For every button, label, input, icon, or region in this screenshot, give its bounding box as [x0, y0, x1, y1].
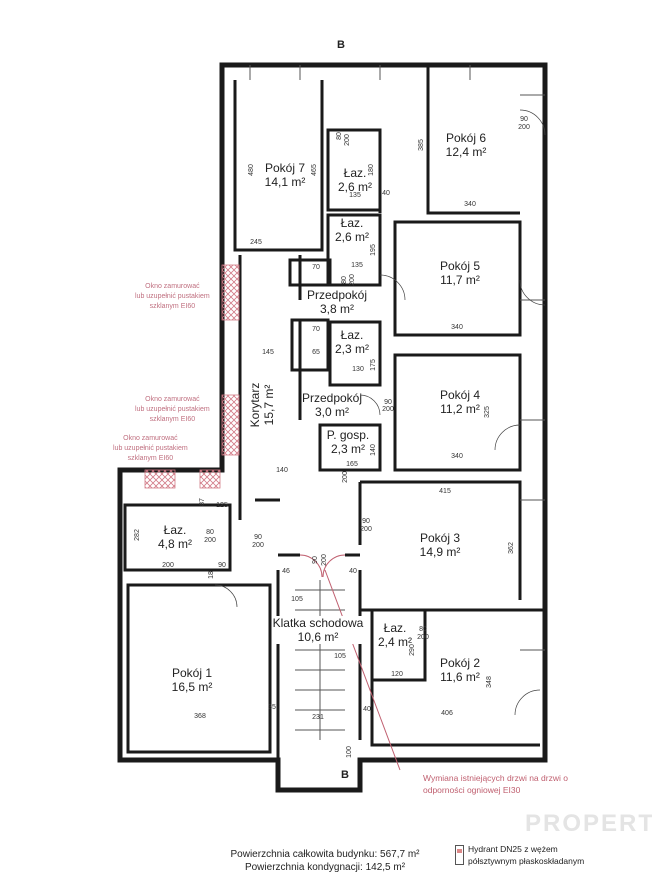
dimension-label: 105: [291, 596, 303, 603]
dimension-label: 18: [208, 571, 215, 579]
dimension-label: 200: [360, 526, 372, 533]
dimension-label: 200: [349, 274, 356, 286]
dimension-label: 125: [216, 502, 228, 509]
room-lazienka-1: Łaz.2,6 m²: [337, 166, 373, 194]
area-summary: Powierzchnia całkowita budynku: 567,7 m²…: [220, 848, 430, 874]
dimension-label: 80: [206, 529, 214, 536]
dimension-label: 245: [250, 239, 262, 246]
section-mark-top: B: [337, 39, 345, 51]
room-lazienka-3: Łaz.2,3 m²: [334, 328, 370, 356]
dimension-label: 35: [268, 704, 276, 711]
hydrant-icon: [455, 845, 464, 865]
dimension-label: 200: [321, 554, 328, 566]
hydrant-legend: Hydrant DN25 z wężem półsztywnym płaskos…: [468, 844, 585, 866]
window-note-2: Okno zamurować lub uzupełnić pustakiem s…: [135, 396, 210, 423]
dimension-label: 200: [518, 124, 530, 131]
dimension-label: 40: [363, 706, 371, 713]
dimension-label: 90: [520, 116, 528, 123]
dimension-label: 465: [311, 164, 318, 176]
dimension-label: 40: [382, 190, 390, 197]
dimension-label: 90: [218, 562, 226, 569]
dimension-label: 340: [451, 324, 463, 331]
dimension-label: 368: [194, 713, 206, 720]
dimension-label: 406: [441, 710, 453, 717]
room-pomieszczenie-gospodarcze: P. gosp.2,3 m²: [326, 428, 370, 456]
dimension-label: 200: [344, 134, 351, 146]
dimension-label: 200: [162, 562, 174, 569]
dimension-label: 340: [451, 453, 463, 460]
dimension-label: 145: [262, 349, 274, 356]
dimension-label: 175: [370, 359, 377, 371]
dimension-label: 200: [204, 537, 216, 544]
dimension-label: 200: [342, 471, 349, 483]
dimension-label: 385: [418, 139, 425, 151]
dimension-label: 80: [419, 626, 427, 633]
bricked-window-4: [199, 469, 221, 489]
dimension-label: 135: [351, 262, 363, 269]
dimension-label: 130: [352, 366, 364, 373]
room-lazienka-5: Łaz.2,4 m²: [377, 621, 413, 649]
room-lazienka-4: Łaz.4,8 m²: [157, 523, 193, 551]
bricked-window-1: [221, 264, 240, 321]
dimension-label: 231: [312, 714, 324, 721]
floor-area: Powierzchnia kondygnacji: 142,5 m²: [244, 862, 406, 873]
window-note-3: Okno zamurować lub uzupełnić pustakiem s…: [113, 435, 188, 462]
dimension-label: 290: [409, 644, 416, 656]
bricked-window-3: [144, 469, 176, 489]
dimension-label: 348: [486, 676, 493, 688]
dimension-label: 325: [484, 406, 491, 418]
dimension-label: 65: [312, 349, 320, 356]
dimension-label: 480: [248, 164, 255, 176]
bricked-window-2: [221, 394, 240, 456]
dimension-label: 200: [417, 634, 429, 641]
dimension-label: 282: [134, 529, 141, 541]
dimension-label: 90: [362, 518, 370, 525]
dimension-label: 180: [368, 164, 375, 176]
dimension-label: 90: [384, 399, 392, 406]
dimension-label: 46: [282, 568, 290, 575]
door-replacement-note: Wymiana istniejących drzwi na drzwi o od…: [423, 773, 568, 795]
dimension-label: 80: [341, 276, 348, 284]
dimension-label: 340: [464, 201, 476, 208]
dimension-label: 140: [370, 444, 377, 456]
dimension-label: 40: [349, 568, 357, 575]
section-mark-bottom: B: [341, 769, 349, 781]
dimension-label: 362: [508, 542, 515, 554]
dimension-label: 70: [312, 326, 320, 333]
dimension-label: 140: [276, 467, 288, 474]
dimension-label: 165: [346, 461, 358, 468]
dimension-label: 90: [312, 556, 319, 564]
total-area: Powierzchnia całkowita budynku: 567,7 m²: [230, 849, 420, 860]
window-note-1: Okno zamurować lub uzupełnić pustakiem s…: [135, 283, 210, 310]
dimension-label: 200: [382, 406, 394, 413]
dimension-label: 200: [252, 542, 264, 549]
dimension-label: 80: [336, 132, 343, 140]
dimension-label: 100: [346, 746, 353, 758]
dimension-label: 415: [439, 488, 451, 495]
dimension-label: 87: [199, 498, 206, 506]
door-note-leader: [324, 569, 401, 771]
dimension-label: 195: [370, 244, 377, 256]
dimension-label: 135: [349, 192, 361, 199]
room-lazienka-2: Łaz.2,6 m²: [334, 216, 370, 244]
dimension-label: 105: [334, 653, 346, 660]
dimension-label: 70: [312, 264, 320, 271]
watermark: PROPERTY: [525, 810, 652, 837]
dimension-label: 120: [391, 671, 403, 678]
dimension-label: 90: [254, 534, 262, 541]
